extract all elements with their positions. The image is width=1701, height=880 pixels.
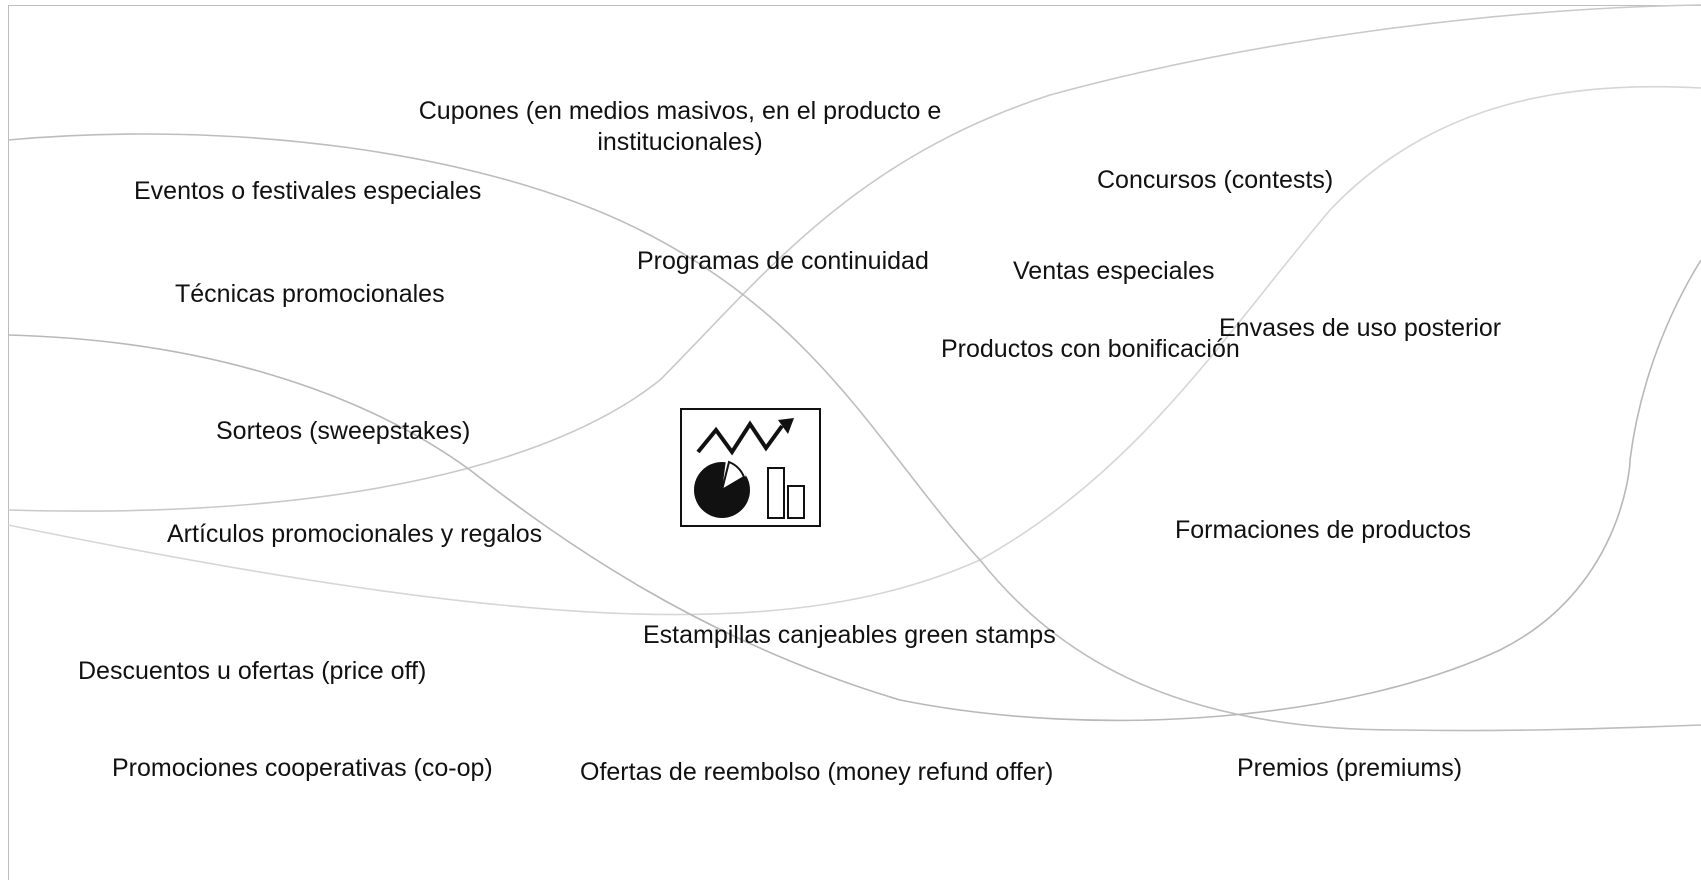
label-formaciones: Formaciones de productos xyxy=(1175,516,1471,544)
bar-tall-icon xyxy=(767,467,785,519)
slide-frame xyxy=(8,5,1701,880)
pie-slice-cut-icon xyxy=(720,460,746,493)
bar-short-icon xyxy=(787,485,805,519)
label-cupones: Cupones (en medios masivos, en el produc… xyxy=(395,96,965,159)
curve-left-lower xyxy=(7,259,1701,722)
label-bonificacion: Productos con bonificación xyxy=(941,335,1240,363)
label-eventos: Eventos o festivales especiales xyxy=(134,177,482,205)
chart-dashboard-graphic xyxy=(694,418,805,519)
label-premios: Premios (premiums) xyxy=(1237,754,1463,782)
label-envases: Envases de uso posterior xyxy=(1219,314,1502,342)
label-concursos: Concursos (contests) xyxy=(1097,166,1334,194)
label-articulos: Artículos promocionales y regalos xyxy=(167,520,543,548)
label-programas: Programas de continuidad xyxy=(637,247,929,275)
curve-right-inner xyxy=(7,85,1701,616)
trend-arrowhead-icon xyxy=(778,418,794,434)
label-tecnicas: Técnicas promocionales xyxy=(175,280,445,308)
label-cupones-line1: Cupones (en medios masivos, en el produc… xyxy=(418,97,942,125)
label-cupones-line2: institucionales) xyxy=(597,128,763,157)
label-ventas: Ventas especiales xyxy=(1013,257,1215,285)
curve-top-right-to-left xyxy=(7,4,1701,512)
trend-line-icon xyxy=(696,420,784,456)
label-sorteos: Sorteos (sweepstakes) xyxy=(216,417,471,445)
label-estampillas: Estampillas canjeables green stamps xyxy=(643,621,1056,649)
label-cooperativas: Promociones cooperativas (co-op) xyxy=(112,754,493,782)
curve-left-upper xyxy=(7,133,1701,732)
label-descuentos: Descuentos u ofertas (price off) xyxy=(78,657,427,685)
chart-dashboard-icon xyxy=(680,408,821,527)
label-reembolso: Ofertas de reembolso (money refund offer… xyxy=(580,758,1054,786)
